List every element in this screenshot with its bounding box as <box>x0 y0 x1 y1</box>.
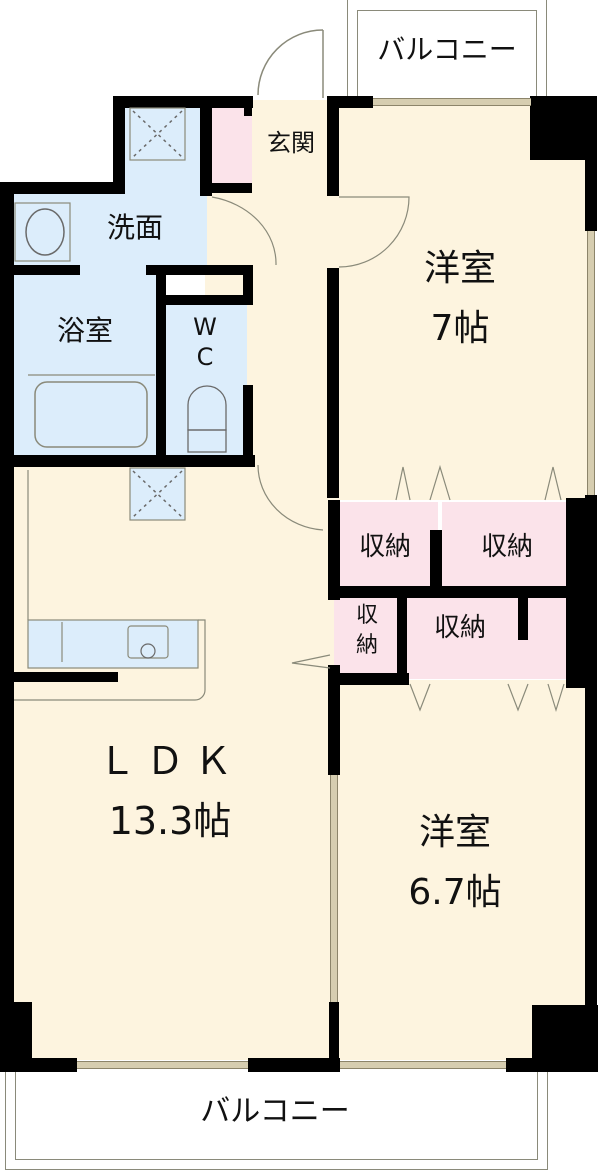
western-room-1-floor <box>333 100 588 500</box>
wall-storage-mid <box>329 586 574 598</box>
wall-kitchen-stub <box>0 672 118 682</box>
wall-washroom-right <box>200 96 212 196</box>
wall-room1-left-lower <box>327 268 339 498</box>
wall-wc-right-lower <box>243 385 253 465</box>
storage-1-floor <box>338 502 438 586</box>
storage-4-label: 収納 <box>433 613 486 643</box>
bathroom-floor <box>12 270 160 462</box>
window-top-room1 <box>373 98 531 106</box>
wall-washroom-bottom-right <box>146 265 251 275</box>
storage-3-label-line2: 納 <box>355 633 378 658</box>
wall-bath-bottom <box>0 455 255 467</box>
wall-room1-left <box>327 96 339 196</box>
wall-bottom-right <box>506 1058 598 1072</box>
ldk-floor <box>12 462 334 1060</box>
wall-entrance-side <box>244 96 252 116</box>
balcony-bottom-label: バルコニー <box>200 1094 350 1129</box>
toilet-floor <box>165 300 247 460</box>
storage-2-label: 収納 <box>480 532 533 562</box>
western-room-2-size: 6.7帖 <box>408 872 502 913</box>
wall-bottom-mid <box>248 1058 340 1072</box>
wall-storage-left <box>328 500 340 600</box>
wall-storage-divider-1 <box>430 530 442 590</box>
wall-storage-divider-3 <box>518 595 528 640</box>
wall-ldk-room2-upper <box>328 665 340 775</box>
storage-3-label-line1: 収 <box>355 603 378 628</box>
window-bottom-room2 <box>340 1061 506 1069</box>
western-room-2-name: 洋室 <box>418 812 491 853</box>
western-room-1-name: 洋室 <box>423 248 496 289</box>
washroom-label: 洗面 <box>106 211 163 244</box>
wall-wc-top <box>156 295 251 305</box>
wall-bath-wc <box>156 265 166 465</box>
storage-4-floor <box>406 597 568 679</box>
wall-ldk-room2-lower <box>329 1002 339 1072</box>
wall-step-vertical <box>113 96 125 194</box>
entrance-label: 玄関 <box>267 129 315 157</box>
wall-storage-divider-2 <box>397 590 407 678</box>
window-right-room1 <box>587 231 595 495</box>
wall-outer-left <box>0 182 14 1070</box>
wall-wc-right <box>243 265 253 305</box>
wall-bottom-left <box>0 1058 77 1072</box>
western-room-2-floor <box>334 680 588 1060</box>
bathroom-label: 浴室 <box>56 314 113 347</box>
storage-3-floor <box>334 597 398 675</box>
ldk-size: 13.3帖 <box>108 799 232 843</box>
wall-storage-bottom <box>329 673 409 685</box>
entrance-shoe-storage <box>212 105 252 183</box>
toilet-label-line2: C <box>196 343 214 371</box>
ldk-name: ＬＤＫ <box>97 739 242 783</box>
wall-top-washroom <box>113 96 253 108</box>
wall-washroom-bottom <box>0 265 80 275</box>
wall-outer-right-top <box>585 96 597 231</box>
storage-2-floor <box>442 502 569 586</box>
balcony-bottom-inner <box>15 1072 538 1160</box>
wall-entrance-bottom <box>200 183 252 193</box>
balcony-bottom-outer <box>5 1072 548 1170</box>
wall-top-left <box>0 182 125 194</box>
western-room-1-size: 7帖 <box>430 308 490 349</box>
toilet-label-line1: W <box>193 313 217 341</box>
washroom-notch <box>0 100 122 182</box>
storage-1-label: 収納 <box>358 532 411 562</box>
sliding-door-ldk-room2 <box>330 775 338 1002</box>
window-bottom-ldk <box>77 1061 248 1069</box>
balcony-top-label: バルコニー <box>377 33 517 66</box>
wall-corner-top-right <box>530 96 595 160</box>
